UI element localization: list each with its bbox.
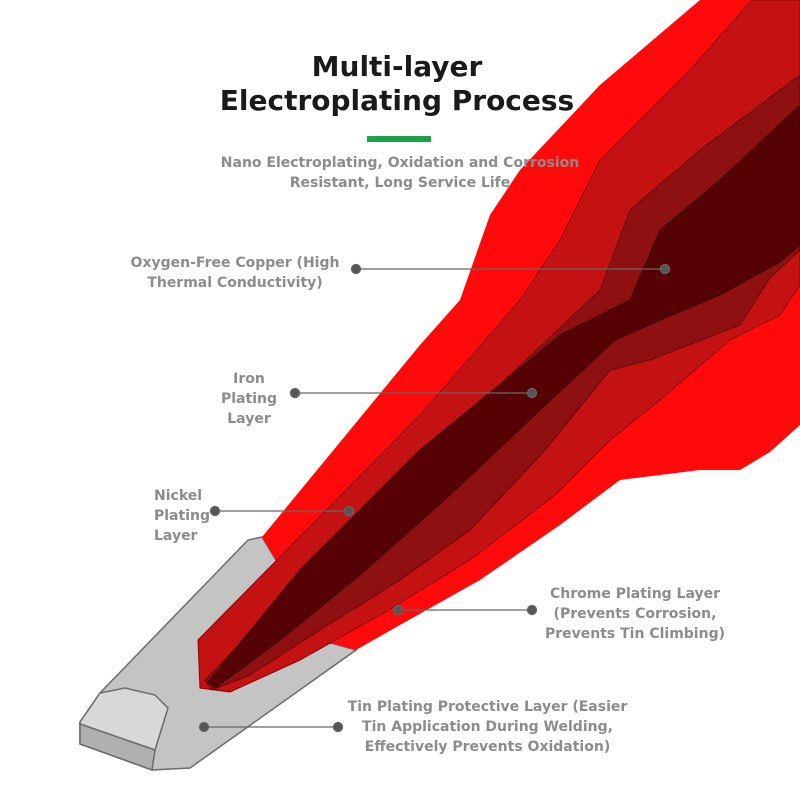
iron-marker-left [289,387,301,399]
page-title: Multi-layer Electroplating Process [197,50,597,118]
copper-marker-left [350,263,362,275]
copper-label: Oxygen-Free Copper (High Thermal Conduct… [130,255,340,291]
leader-lines [198,263,671,733]
tin-label: Tin Plating Protective Layer (Easier Tin… [347,699,628,755]
subtitle-line-2: Resistant, Long Service Life [289,175,511,191]
nickel-label: Nickel Plating Layer [154,488,210,544]
oxygen-free-copper-core [207,104,800,689]
title-line-2: Electroplating Process [219,84,575,117]
title-accent-bar [367,136,431,142]
nickel-marker-right [343,505,355,517]
title-line-1: Multi-layer [311,50,483,83]
tin-tip-edge [79,722,156,772]
chrome-marker-left [392,604,404,616]
tin-marker-left [198,721,210,733]
copper-marker-right [659,263,671,275]
iron-marker-right [526,387,538,399]
chrome-marker-right [526,604,538,616]
tin-marker-right [332,721,344,733]
iron-label: Iron Plating Layer [221,371,277,427]
subtitle: Nano Electroplating, Oxidation and Corro… [200,153,600,193]
subtitle-line-1: Nano Electroplating, Oxidation and Corro… [220,155,580,171]
nickel-plating-layer [197,0,800,693]
chrome-label: Chrome Plating Layer (Prevents Corrosion… [544,586,725,642]
nickel-marker-left [209,505,221,517]
